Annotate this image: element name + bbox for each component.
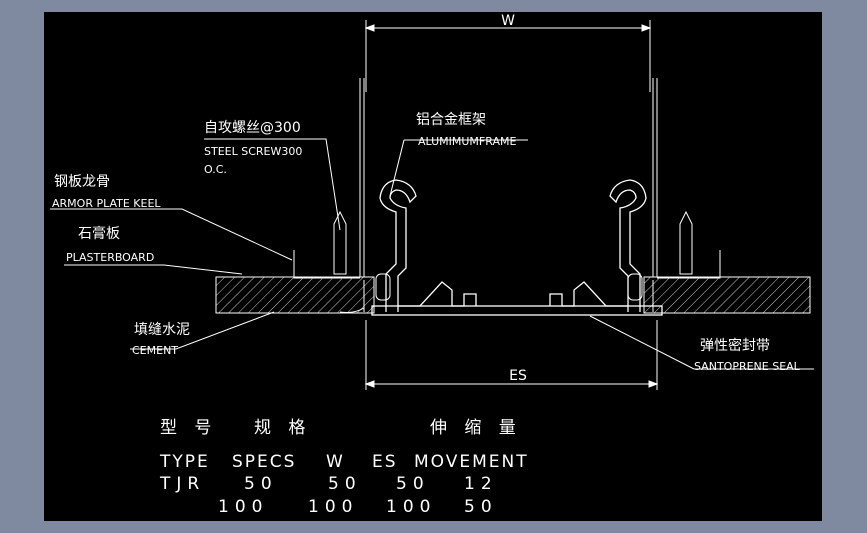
table-row-2-w: 100 bbox=[308, 497, 358, 517]
table-header-type-cn: 型 号 bbox=[160, 418, 217, 438]
table-row-2-es: 100 bbox=[386, 497, 436, 517]
frame-label-cn: 铝合金框架 bbox=[416, 112, 486, 128]
seal-label-en: SANTOPRENE SEAL bbox=[694, 360, 801, 373]
table-header-specs: SPECS bbox=[232, 452, 296, 472]
table-header-w: W bbox=[326, 452, 345, 472]
wall-panels bbox=[293, 78, 721, 279]
santoprene-seal bbox=[339, 273, 643, 313]
board-label-en: PLASTERBOARD bbox=[66, 251, 154, 264]
plasterboard bbox=[215, 276, 811, 314]
screw-label-en-1: STEEL SCREW300 bbox=[204, 145, 302, 158]
table-header-movement: MOVEMENT bbox=[414, 452, 529, 472]
table-header-type: TYPE bbox=[159, 452, 210, 472]
expansion-joint-diagram: W ES bbox=[50, 13, 814, 517]
cement-label-en: CEMENT bbox=[132, 344, 178, 357]
leader-lines bbox=[50, 138, 814, 370]
frame-label-en: ALUMIMUMFRAME bbox=[418, 135, 516, 148]
board-label-cn: 石膏板 bbox=[78, 225, 120, 242]
screw-label-en-2: O.C. bbox=[204, 163, 227, 176]
es-label: ES bbox=[509, 368, 527, 384]
table-row-2-specs: 100 bbox=[218, 497, 268, 517]
table-row-1-type: TJR bbox=[159, 474, 205, 494]
table-header-specs-cn: 规 格 bbox=[254, 418, 311, 438]
table-row-1-movement: 12 bbox=[464, 474, 498, 494]
keel-label-cn: 钢板龙骨 bbox=[54, 174, 110, 190]
seal-label-cn: 弹性密封带 bbox=[700, 337, 770, 354]
screw-label-cn: 自攻螺丝@300 bbox=[204, 120, 301, 136]
keel-label-en: ARMOR PLATE KEEL bbox=[52, 197, 161, 210]
table-row-1-es: 50 bbox=[396, 474, 430, 494]
w-dimension bbox=[364, 20, 652, 92]
cement-label-cn: 填缝水泥 bbox=[134, 322, 190, 338]
w-label: W bbox=[501, 13, 515, 29]
table-row-1-w: 50 bbox=[328, 474, 362, 494]
table-row-1-specs: 50 bbox=[244, 474, 278, 494]
table-header-es: ES bbox=[372, 452, 398, 472]
table-header-movement-cn: 伸 缩 量 bbox=[430, 418, 522, 438]
drawing-canvas: W ES bbox=[44, 12, 822, 521]
table-row-2-movement: 50 bbox=[464, 497, 498, 517]
spec-table: 型 号 规 格 伸 缩 量 TYPE SPECS W ES MOVEMENT T… bbox=[159, 418, 529, 517]
es-dimension bbox=[364, 320, 659, 390]
aluminum-frame bbox=[371, 179, 663, 316]
